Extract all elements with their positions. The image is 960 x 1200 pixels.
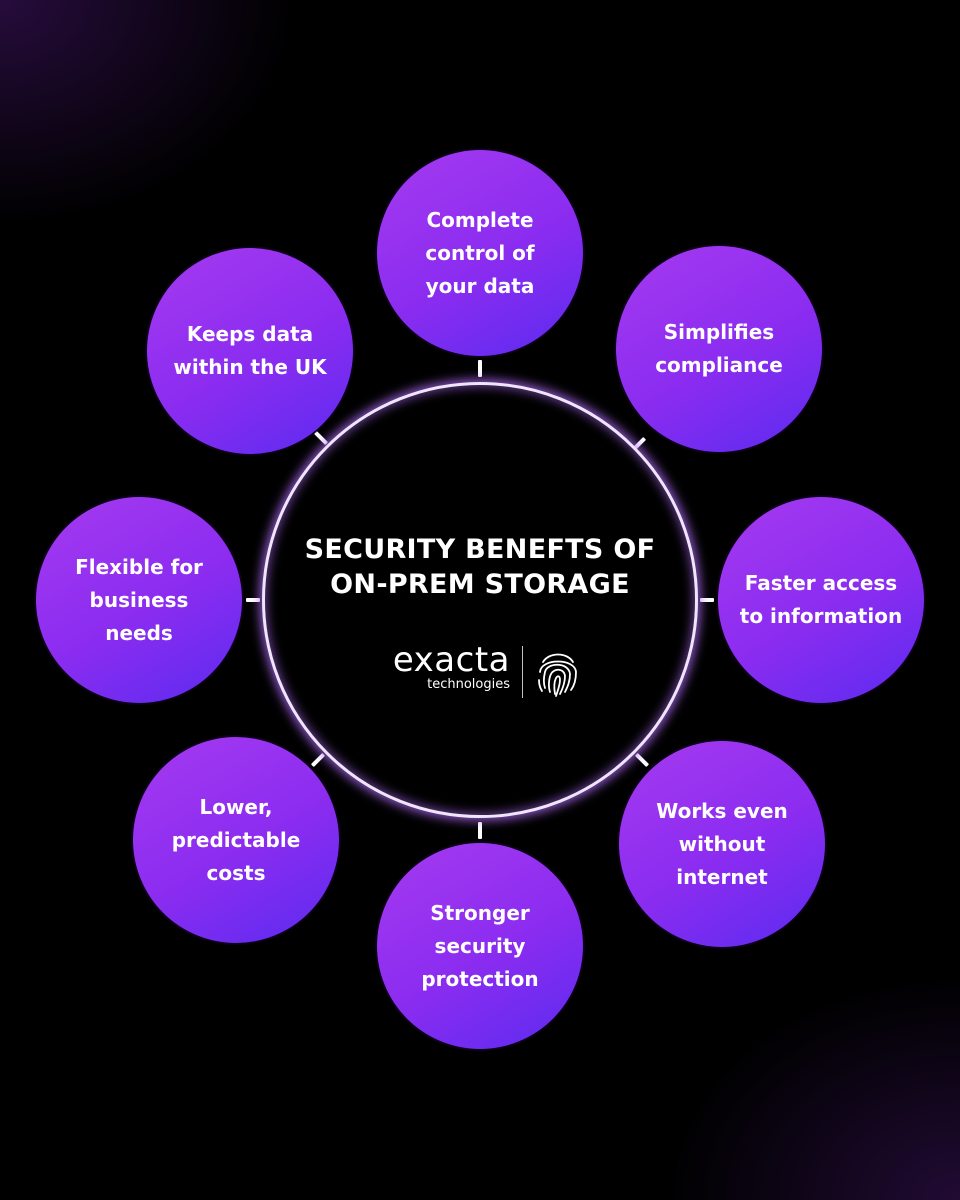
benefit-label: Keeps data within the UK <box>173 322 327 379</box>
benefit-label: Stronger security protection <box>421 900 539 991</box>
benefit-bubble-flexible: Flexible for business needs <box>36 497 242 703</box>
benefit-label: Complete control of your data <box>425 207 535 298</box>
connector-tick <box>478 360 482 377</box>
benefit-bubble-security: Stronger security protection <box>377 843 583 1049</box>
benefit-label: Works even without internet <box>656 798 788 889</box>
logo-wordmark: exacta <box>392 640 510 680</box>
benefit-label: Simplifies compliance <box>655 320 783 377</box>
benefit-label: Flexible for business needs <box>75 554 203 645</box>
center-title-line1: SECURITY BENEFTS OF <box>304 534 656 565</box>
benefit-bubble-control: Complete control of your data <box>377 150 583 356</box>
center-ring <box>262 382 698 818</box>
center-title-line2: ON-PREM STORAGE <box>330 569 630 600</box>
logo-divider <box>522 646 523 698</box>
connector-tick <box>246 598 260 602</box>
center-title: SECURITY BENEFTS OF ON-PREM STORAGE <box>262 532 698 602</box>
company-logo: exacta technologies <box>372 640 602 704</box>
benefit-bubble-uk: Keeps data within the UK <box>147 248 353 454</box>
benefit-bubble-access: Faster access to information <box>718 497 924 703</box>
benefit-label: Lower, predictable costs <box>171 794 301 885</box>
fingerprint-icon <box>538 653 577 697</box>
benefit-bubble-compliance: Simplifies compliance <box>616 246 822 452</box>
connector-tick <box>634 752 650 768</box>
connector-tick <box>310 752 326 768</box>
benefit-label: Faster access to information <box>739 571 903 628</box>
connector-tick <box>700 598 714 602</box>
connector-tick <box>478 822 482 839</box>
logo-tagline: technologies <box>427 677 510 692</box>
benefit-bubble-costs: Lower, predictable costs <box>133 737 339 943</box>
benefit-bubble-offline: Works even without internet <box>619 741 825 947</box>
connector-tick <box>313 430 329 446</box>
